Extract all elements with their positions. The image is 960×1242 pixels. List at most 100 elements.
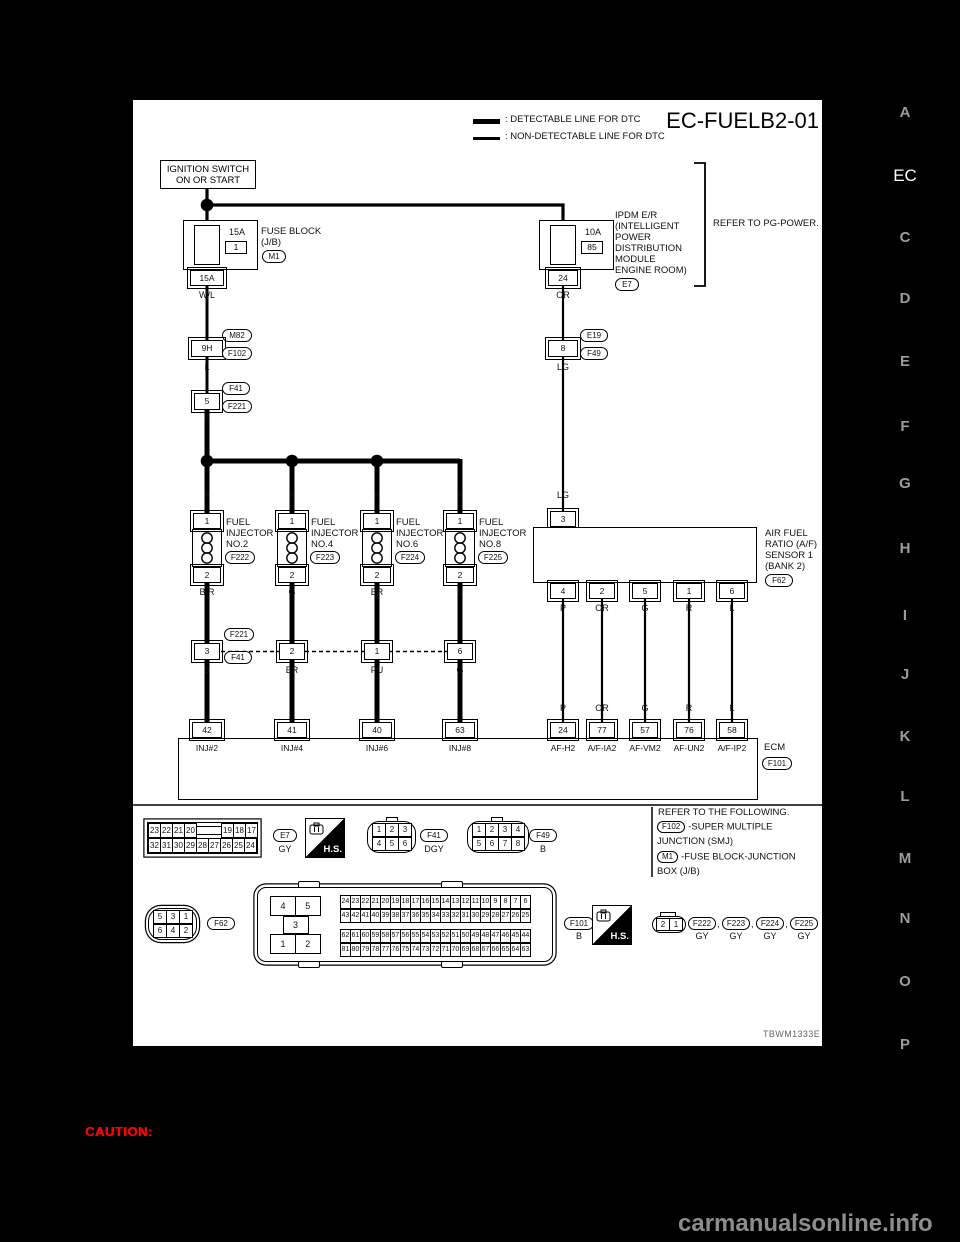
connector-code-f224: F224 bbox=[395, 551, 425, 564]
ecm-pin: 63 bbox=[442, 719, 478, 741]
pin-cell: 32 bbox=[148, 838, 161, 853]
connector-code-f221-mid: F221 bbox=[224, 628, 254, 641]
branch-wire-label: R bbox=[203, 490, 211, 500]
fuse-block-name2: (J/B) bbox=[261, 237, 282, 248]
legend-detectable-label: : DETECTABLE LINE FOR DTC bbox=[505, 114, 641, 125]
injector-name: INJECTOR bbox=[479, 528, 527, 539]
pin-cell: 24 bbox=[244, 838, 257, 853]
connector-tab bbox=[441, 961, 463, 968]
pin-24: 24 bbox=[545, 267, 581, 289]
fuse-slot-box: 1 bbox=[225, 241, 247, 254]
refer-item1: F102-SUPER MULTIPLE bbox=[657, 821, 773, 833]
injector-name: NO.8 bbox=[479, 539, 502, 550]
hs-icon: H.S. bbox=[592, 905, 632, 945]
injector-name: NO.2 bbox=[226, 539, 249, 550]
injector-pin-top: 1 bbox=[275, 510, 309, 532]
connector-code-e7: E7 bbox=[615, 278, 639, 291]
connector-color-f49: B bbox=[539, 844, 546, 854]
connector-code-f41: F41 bbox=[222, 382, 250, 395]
ecm-pin-name: AF-VM2 bbox=[629, 743, 661, 753]
diagram-title: EC-FUELB2-01 bbox=[666, 108, 819, 133]
af-pin: 5 bbox=[629, 580, 661, 602]
pin-cell: 8 bbox=[511, 837, 525, 851]
connector-code-f62-view: F62 bbox=[207, 917, 235, 930]
ipdm-name4: DISTRIBUTION bbox=[615, 243, 683, 254]
injector-wire-color: BR bbox=[370, 587, 384, 597]
af-name4: (BANK 2) bbox=[765, 561, 806, 572]
pin-cell: 2 bbox=[294, 934, 321, 954]
section-tab-d: D bbox=[899, 290, 911, 307]
fuse-slot-box: 85 bbox=[581, 241, 603, 254]
injector-name: NO.6 bbox=[396, 539, 419, 550]
legend-thin-line bbox=[473, 137, 500, 140]
injector-name: FUEL bbox=[396, 517, 421, 528]
connector-color: GY bbox=[729, 931, 743, 941]
legend-non-detectable-label: : NON-DETECTABLE LINE FOR DTC bbox=[505, 131, 665, 142]
injector-name: NO.4 bbox=[311, 539, 334, 550]
af-wire-color: OR bbox=[595, 603, 609, 613]
junction-dot bbox=[200, 198, 214, 212]
section-tab-n: N bbox=[899, 910, 911, 927]
injector-body bbox=[445, 529, 475, 567]
injector-pin-top: 1 bbox=[360, 510, 394, 532]
connector-code-f41-mid: F41 bbox=[224, 651, 252, 664]
af-pin-top: 3 bbox=[547, 508, 579, 530]
ecm-pin-name: A/F-IA2 bbox=[587, 743, 617, 753]
pin-cell: 2 bbox=[656, 918, 670, 931]
injector-wire-color: B/R bbox=[199, 587, 215, 597]
wire-color-wl: W/L bbox=[198, 290, 215, 300]
af-pin: 6 bbox=[716, 580, 748, 602]
pin-cell: 3 bbox=[498, 823, 512, 837]
connector-code-m1: M1 bbox=[262, 250, 286, 263]
af-wire-color: L bbox=[729, 603, 735, 613]
refer-item2-text: -FUSE BLOCK-JUNCTION bbox=[681, 851, 796, 863]
connector-code-f225: F225 bbox=[478, 551, 508, 564]
pin-cell: 28 bbox=[196, 838, 209, 853]
pin-cell: 5 bbox=[472, 837, 486, 851]
pin-cell: 17 bbox=[245, 823, 258, 838]
fuse-amp-label: 15A bbox=[228, 227, 245, 237]
ecm-pin-name: A/F-IP2 bbox=[717, 743, 747, 753]
pin-cell: 4 bbox=[372, 837, 386, 851]
connector-code-f222-view: F222 bbox=[688, 917, 716, 930]
injector-name: INJECTOR bbox=[311, 528, 359, 539]
connector-code-m1-ref: M1 bbox=[657, 851, 679, 863]
connector-code-f225-view: F225 bbox=[790, 917, 818, 930]
ecm-box bbox=[178, 738, 758, 800]
injector-wire-color: L bbox=[457, 587, 463, 597]
pin-cell: 4 bbox=[270, 896, 296, 916]
af-sensor-box bbox=[533, 527, 757, 583]
fuse-block-name1: FUSE BLOCK bbox=[261, 226, 322, 237]
section-tab-a: A bbox=[899, 104, 911, 121]
hs-label: H.S. bbox=[323, 844, 342, 855]
fuse-symbol-frame bbox=[194, 225, 220, 265]
pin-cell: 2 bbox=[485, 823, 499, 837]
mid-wire-color: G bbox=[456, 665, 464, 675]
connector-tab bbox=[441, 881, 463, 888]
legend-thick-line bbox=[473, 119, 500, 124]
injector-name: FUEL bbox=[311, 517, 336, 528]
connector-code-f49-view: F49 bbox=[529, 829, 557, 842]
ignition-switch-box: IGNITION SWITCH ON OR START bbox=[160, 160, 256, 189]
connector-color: GY bbox=[797, 931, 811, 941]
mid-wire-color: B bbox=[203, 665, 210, 675]
pin-cell: 3 bbox=[398, 823, 412, 837]
pin-cell: 1 bbox=[179, 910, 193, 924]
af-wire-color: R bbox=[685, 603, 693, 613]
refer-item1-text: -SUPER MULTIPLE bbox=[688, 821, 773, 833]
connector-code-f102-ref: F102 bbox=[657, 821, 686, 833]
af-pin: 1 bbox=[673, 580, 705, 602]
ecm-pin: 40 bbox=[359, 719, 395, 741]
section-tab-f: F bbox=[900, 418, 910, 435]
ipdm-name3: POWER bbox=[615, 232, 651, 243]
mid-pin: 2 bbox=[276, 640, 308, 663]
ecm-pin: 57 bbox=[629, 719, 661, 741]
pin-cell: 4 bbox=[166, 924, 180, 938]
pin-8: 8 bbox=[545, 337, 581, 360]
mid-pin: 6 bbox=[444, 640, 476, 663]
injector-pin-bottom: 2 bbox=[275, 564, 309, 586]
